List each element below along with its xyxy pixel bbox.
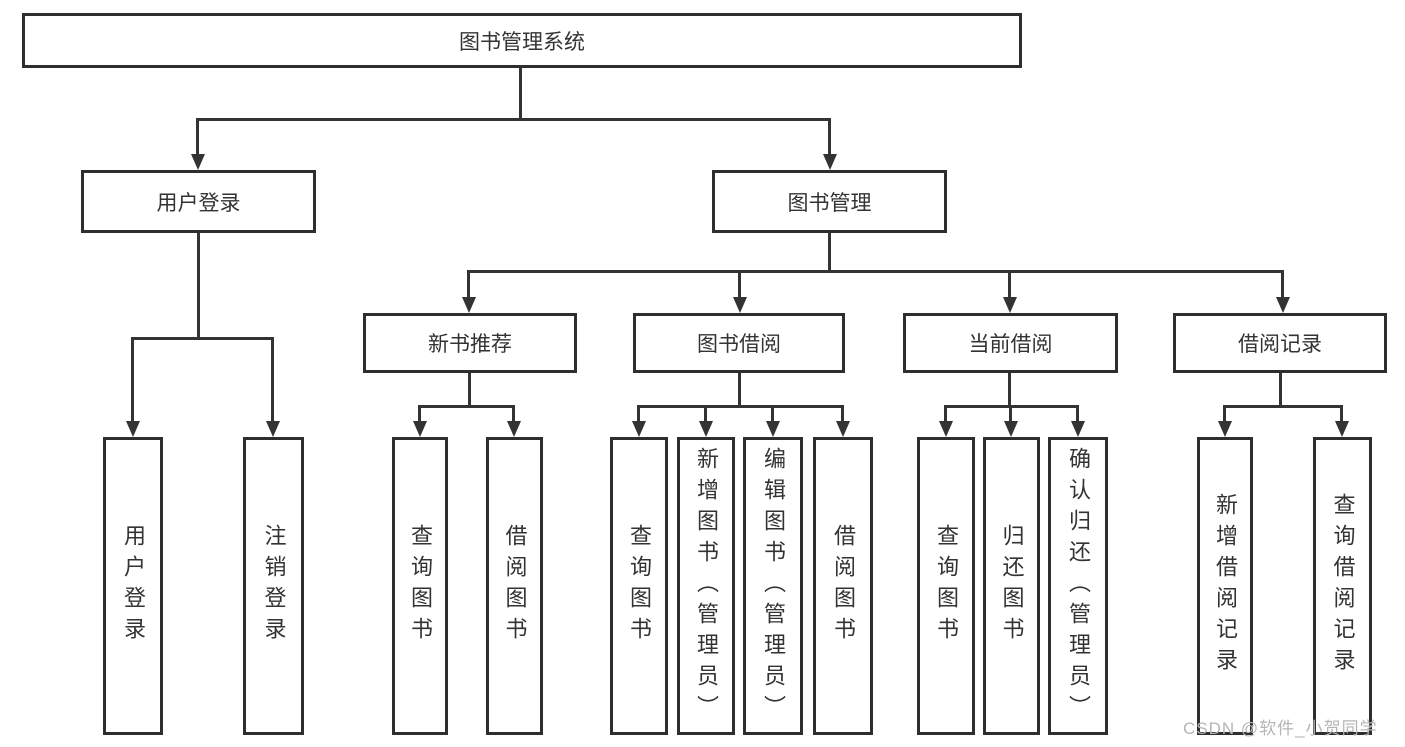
arrowhead-user-login bbox=[191, 154, 205, 170]
leaf-current-return: 归还图书 bbox=[983, 437, 1040, 735]
edge-to-bor-borrow bbox=[841, 405, 844, 423]
leaf-current-query: 查询图书 bbox=[917, 437, 975, 735]
leaf-recommend-borrow-label: 借阅图书 bbox=[502, 524, 528, 648]
arrowhead-bor-borrow bbox=[836, 421, 850, 437]
arrowhead-recd-query bbox=[1335, 421, 1349, 437]
leaf-current-confirm: 确认归还（管理员） bbox=[1048, 437, 1108, 735]
node-user-login-label: 用户登录 bbox=[156, 191, 241, 215]
leaf-user-logout: 注销登录 bbox=[243, 437, 304, 735]
leaf-borrow-add-label: 新增图书（管理员） bbox=[694, 446, 719, 726]
edge-recommend-stem bbox=[468, 373, 471, 405]
edge-recommend-hbar bbox=[418, 405, 515, 408]
arrowhead-cur-query bbox=[939, 421, 953, 437]
edge-to-leaf-logout bbox=[271, 337, 274, 423]
arrowhead-recommend bbox=[462, 297, 476, 313]
edge-records-hbar bbox=[1223, 405, 1343, 408]
leaf-borrow-add: 新增图书（管理员） bbox=[677, 437, 735, 735]
node-user-login: 用户登录 bbox=[81, 170, 316, 233]
node-book-mgmt-label: 图书管理 bbox=[787, 191, 872, 215]
edge-to-cur-confirm bbox=[1076, 405, 1079, 423]
leaf-records-add-label: 新增借阅记录 bbox=[1213, 493, 1238, 679]
edge-to-recd-query bbox=[1340, 405, 1343, 423]
arrowhead-bor-query bbox=[632, 421, 646, 437]
edge-to-recd-add bbox=[1223, 405, 1226, 423]
leaf-recommend-query-label: 查询图书 bbox=[408, 524, 433, 648]
leaf-current-query-label: 查询图书 bbox=[934, 524, 959, 648]
arrowhead-recd-add bbox=[1218, 421, 1232, 437]
leaf-recommend-query: 查询图书 bbox=[392, 437, 448, 735]
leaf-borrow-edit: 编辑图书（管理员） bbox=[743, 437, 803, 735]
csdn-watermark: CSDN @软件_小贺同学 bbox=[1183, 719, 1378, 738]
leaf-user-login-label: 用户登录 bbox=[121, 524, 146, 648]
leaf-current-confirm-label: 确认归还（管理员） bbox=[1066, 446, 1091, 726]
node-root: 图书管理系统 bbox=[22, 13, 1022, 68]
edge-root-stem bbox=[519, 68, 522, 118]
edge-root-hbar bbox=[197, 118, 831, 121]
node-borrow: 图书借阅 bbox=[633, 313, 845, 373]
edge-userlogin-hbar bbox=[132, 337, 274, 340]
arrowhead-cur-return bbox=[1004, 421, 1018, 437]
leaf-borrow-borrow-label: 借阅图书 bbox=[831, 524, 856, 648]
edge-borrow-stem bbox=[738, 373, 741, 405]
node-records-label: 借阅记录 bbox=[1238, 333, 1322, 356]
node-borrow-label: 图书借阅 bbox=[697, 333, 781, 356]
edge-to-cur-return bbox=[1009, 405, 1012, 423]
leaf-current-return-label: 归还图书 bbox=[999, 524, 1025, 648]
leaf-user-logout-label: 注销登录 bbox=[261, 524, 287, 648]
edge-to-borrow bbox=[738, 270, 741, 299]
leaf-borrow-query-label: 查询图书 bbox=[627, 524, 652, 648]
edge-to-rec-borrow bbox=[512, 405, 515, 423]
edge-to-bor-edit bbox=[771, 405, 774, 423]
edge-to-bor-add bbox=[704, 405, 707, 423]
edge-borrow-hbar bbox=[637, 405, 844, 408]
arrowhead-records bbox=[1276, 297, 1290, 313]
node-root-label: 图书管理系统 bbox=[459, 30, 585, 54]
node-recommend-label: 新书推荐 bbox=[428, 333, 512, 356]
arrowhead-bor-add bbox=[699, 421, 713, 437]
node-current-label: 当前借阅 bbox=[968, 333, 1053, 356]
edge-records-stem bbox=[1279, 373, 1282, 405]
arrowhead-leaf-logout bbox=[266, 421, 280, 437]
edge-to-records bbox=[1281, 270, 1284, 299]
edge-to-recommend bbox=[467, 270, 470, 299]
node-recommend: 新书推荐 bbox=[363, 313, 577, 373]
leaf-records-query: 查询借阅记录 bbox=[1313, 437, 1372, 735]
edge-to-current bbox=[1008, 270, 1011, 299]
leaf-borrow-query: 查询图书 bbox=[610, 437, 668, 735]
edge-to-book-mgmt bbox=[828, 118, 831, 156]
edge-userlogin-stem bbox=[197, 233, 200, 337]
edge-current-stem bbox=[1008, 373, 1011, 405]
leaf-user-login: 用户登录 bbox=[103, 437, 163, 735]
node-book-mgmt: 图书管理 bbox=[712, 170, 947, 233]
node-records: 借阅记录 bbox=[1173, 313, 1387, 373]
arrowhead-borrow bbox=[733, 297, 747, 313]
arrowhead-rec-borrow bbox=[507, 421, 521, 437]
arrowhead-book-mgmt bbox=[823, 154, 837, 170]
edge-to-bor-query bbox=[637, 405, 640, 423]
edge-to-cur-query bbox=[944, 405, 947, 423]
leaf-borrow-borrow: 借阅图书 bbox=[813, 437, 873, 735]
arrowhead-rec-query bbox=[413, 421, 427, 437]
arrowhead-current bbox=[1003, 297, 1017, 313]
edge-bookmgmt-stem bbox=[828, 233, 831, 270]
edge-to-user-login bbox=[196, 118, 199, 156]
leaf-recommend-borrow: 借阅图书 bbox=[486, 437, 543, 735]
leaf-borrow-edit-label: 编辑图书（管理员） bbox=[761, 446, 786, 726]
edge-to-rec-query bbox=[418, 405, 421, 423]
arrowhead-cur-confirm bbox=[1071, 421, 1085, 437]
leaf-records-query-label: 查询借阅记录 bbox=[1330, 493, 1356, 679]
edge-to-leaf-login bbox=[131, 337, 134, 423]
leaf-records-add: 新增借阅记录 bbox=[1197, 437, 1253, 735]
node-current: 当前借阅 bbox=[903, 313, 1118, 373]
edge-bookmgmt-hbar bbox=[467, 270, 1284, 273]
arrowhead-bor-edit bbox=[766, 421, 780, 437]
arrowhead-leaf-login bbox=[126, 421, 140, 437]
